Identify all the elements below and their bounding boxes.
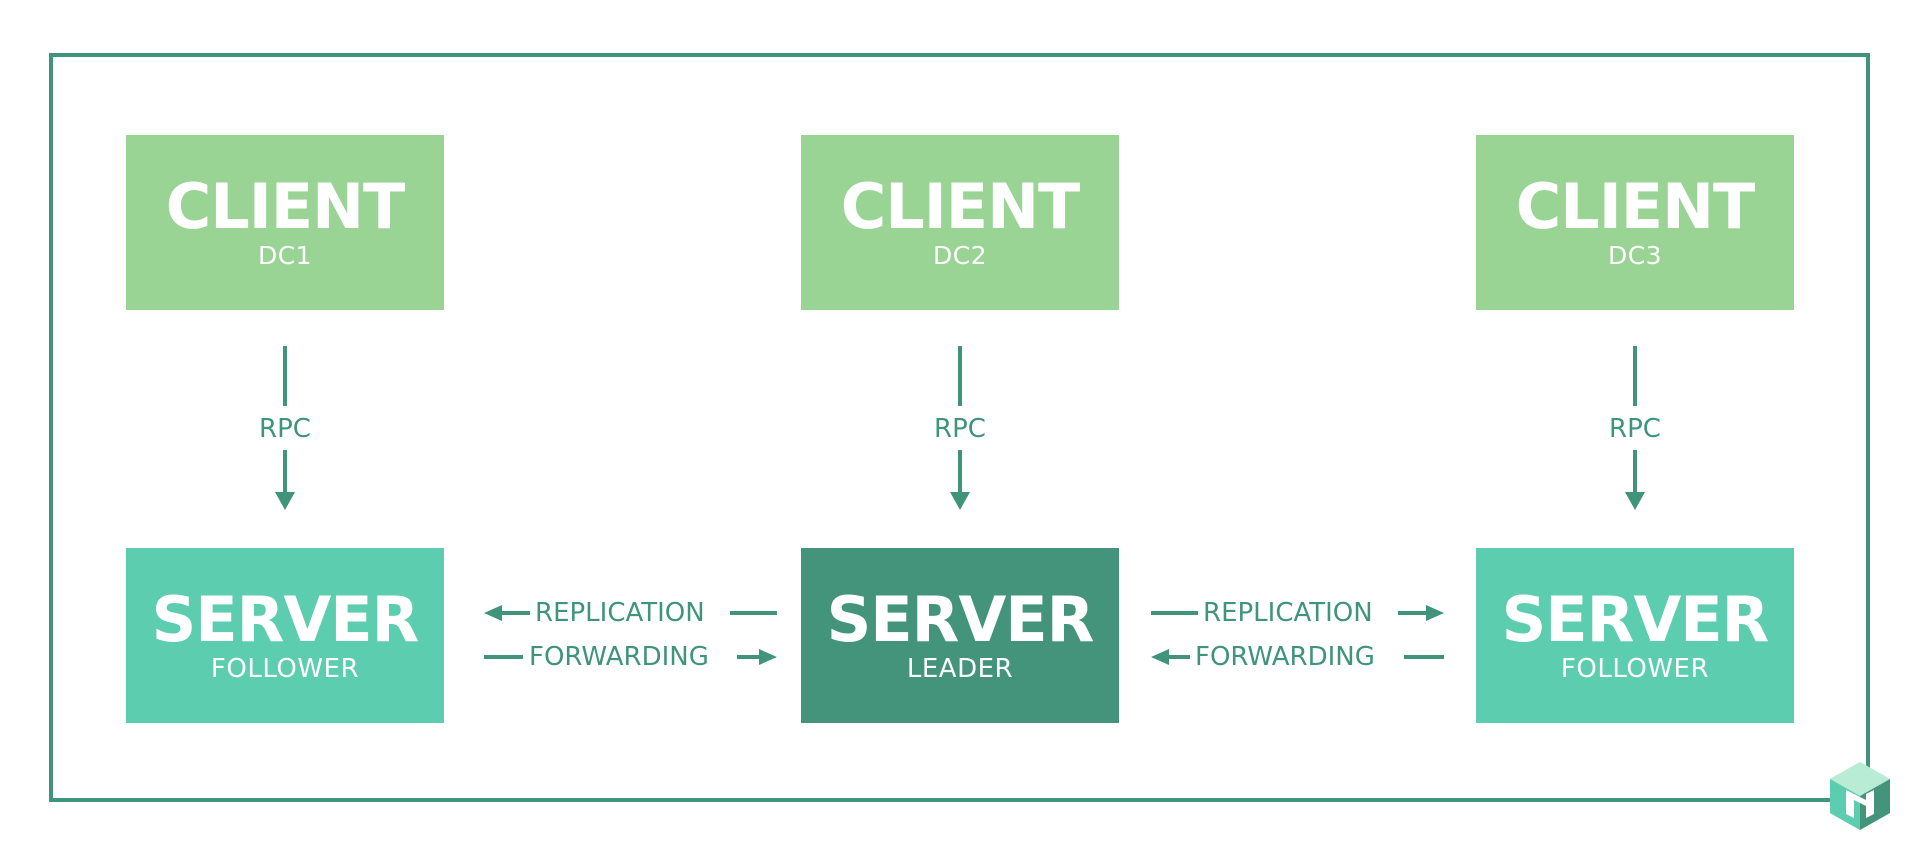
server-role-label: LEADER [906,653,1014,684]
rpc-label-dc2: RPC [934,414,986,444]
rpc-arrow-dc3 [1625,346,1645,510]
server-role-label: FOLLOWER [1560,653,1710,684]
rpc-label-dc1: RPC [259,414,311,444]
forwarding-label-right: FORWARDING [1195,642,1375,672]
server-title: SERVER [826,582,1095,656]
server-role-label: FOLLOWER [210,653,360,684]
client-title: CLIENT [165,169,406,243]
server-title: SERVER [151,582,420,656]
client-dc3-box: CLIENT DC3 [1476,135,1794,310]
rpc-arrow-dc1 [275,346,295,510]
client-datacenter-label: DC1 [257,240,313,270]
replication-arrow-right [1151,605,1444,621]
hexagon-logo-icon [1830,762,1890,830]
client-datacenter-label: DC3 [1607,240,1663,270]
client-title: CLIENT [1515,169,1756,243]
forwarding-arrow-left [484,649,777,665]
server-title: SERVER [1501,582,1770,656]
server-follower-left-box: SERVER FOLLOWER [126,548,444,723]
forwarding-arrow-right [1151,649,1444,665]
client-title: CLIENT [840,169,1081,243]
replication-label-left: REPLICATION [535,598,705,628]
client-datacenter-label: DC2 [932,240,988,270]
rpc-label-dc3: RPC [1609,414,1661,444]
forwarding-label-left: FORWARDING [529,642,709,672]
diagram-frame [49,53,1870,802]
server-leader-box: SERVER LEADER [801,548,1119,723]
server-follower-right-box: SERVER FOLLOWER [1476,548,1794,723]
replication-arrow-left [484,605,777,621]
rpc-arrow-dc2 [950,346,970,510]
client-dc2-box: CLIENT DC2 [801,135,1119,310]
client-dc1-box: CLIENT DC1 [126,135,444,310]
replication-label-right: REPLICATION [1203,598,1373,628]
